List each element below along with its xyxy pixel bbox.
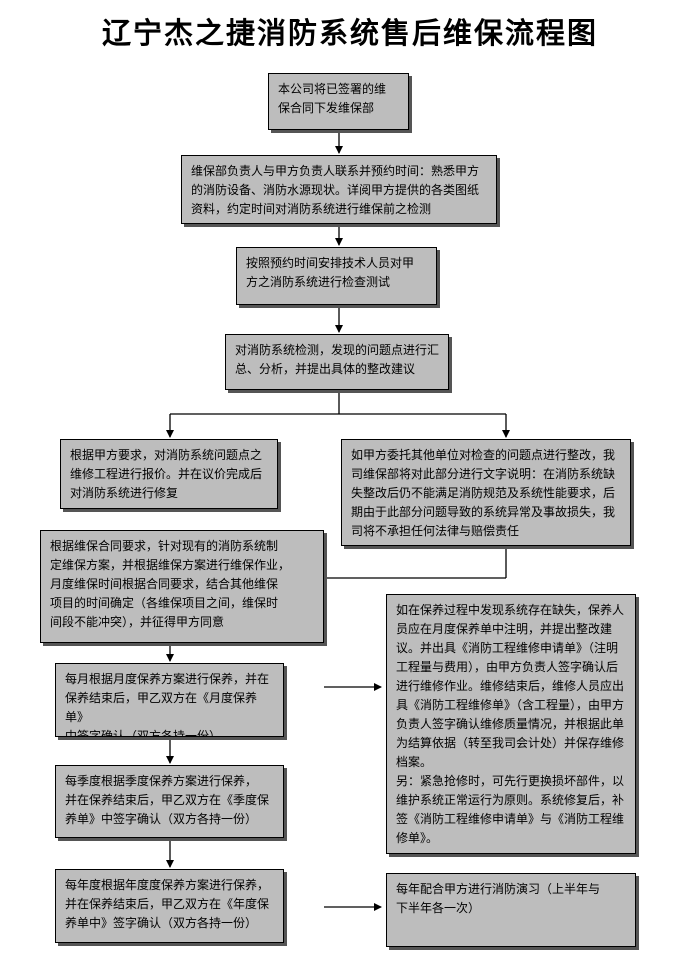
step-text: 按照预约时间安排技术人员对甲 方之消防系统进行检查测试	[246, 256, 415, 289]
step-maintenance-plan: 根据维保合同要求，针对现有的消防系统制 定维保方案，并根据维保方案进行维保作业，…	[40, 530, 324, 643]
step-repair-quote: 根据甲方要求，对消防系统问题点之 维修工程进行报价。并在议价完成后 对消防系统进…	[60, 439, 278, 509]
step-schedule-inspection: 按照预约时间安排技术人员对甲 方之消防系统进行检查测试	[236, 247, 437, 305]
step-text: 根据甲方要求，对消防系统问题点之 维修工程进行报价。并在议价完成后 对消防系统进…	[70, 448, 263, 500]
step-quarterly-maintenance: 每季度根据季度保养方案进行保养， 并在保养结束后，甲乙双方在《季度保 养单》中签…	[55, 765, 284, 838]
step-text: 每年配合甲方进行消防演习（上半年与 下半年各一次）	[396, 882, 601, 915]
step-text: 维保部负责人与甲方负责人联系并预约时间：熟悉甲方 的消防设备、消防水源现状。详阅…	[191, 164, 480, 216]
step-defect-repair: 如在保养过程中发现系统存在缺失，保养人 员应在月度保养单中注明，并提出整改建 议…	[386, 594, 636, 854]
page-title: 辽宁杰之捷消防系统售后维保流程图	[101, 16, 598, 50]
step-contract-dispatch: 本公司将已签署的维 保合同下发维保部	[268, 73, 409, 130]
step-text: 每季度根据季度保养方案进行保养， 并在保养结束后，甲乙双方在《季度保 养单》中签…	[65, 774, 270, 826]
step-text: 对消防系统检测，发现的问题点进行汇 总、分析，并提出具体的整改建议	[235, 343, 440, 376]
step-text: 如甲方委托其他单位对检查的问题点进行整改，我 司维保部将对此部分进行文字说明：在…	[351, 448, 616, 538]
step-summarize-issues: 对消防系统检测，发现的问题点进行汇 总、分析，并提出具体的整改建议	[225, 334, 449, 390]
step-text: 本公司将已签署的维 保合同下发维保部	[278, 82, 387, 115]
step-fire-drill: 每年配合甲方进行消防演习（上半年与 下半年各一次）	[386, 873, 636, 947]
step-text: 每年度根据年度度保养方案进行保养， 并在保养结束后，甲乙双方在《年度保 养单中》…	[65, 878, 270, 930]
step-monthly-maintenance: 每月根据月度保养方案进行保养，并在 保养结束后，甲乙双方在《月度保养单》 中签字…	[55, 663, 284, 737]
step-text: 根据维保合同要求，针对现有的消防系统制 定维保方案，并根据维保方案进行维保作业，…	[50, 539, 291, 629]
step-annual-maintenance: 每年度根据年度度保养方案进行保养， 并在保养结束后，甲乙双方在《年度保 养单中》…	[55, 869, 284, 943]
step-text: 每月根据月度保养方案进行保养，并在 保养结束后，甲乙双方在《月度保养单》 中签字…	[65, 672, 270, 737]
step-third-party-disclaimer: 如甲方委托其他单位对检查的问题点进行整改，我 司维保部将对此部分进行文字说明：在…	[341, 439, 631, 546]
step-text: 如在保养过程中发现系统存在缺失，保养人 员应在月度保养单中注明，并提出整改建 议…	[396, 603, 625, 845]
step-contact-client: 维保部负责人与甲方负责人联系并预约时间：熟悉甲方 的消防设备、消防水源现状。详阅…	[181, 155, 497, 224]
